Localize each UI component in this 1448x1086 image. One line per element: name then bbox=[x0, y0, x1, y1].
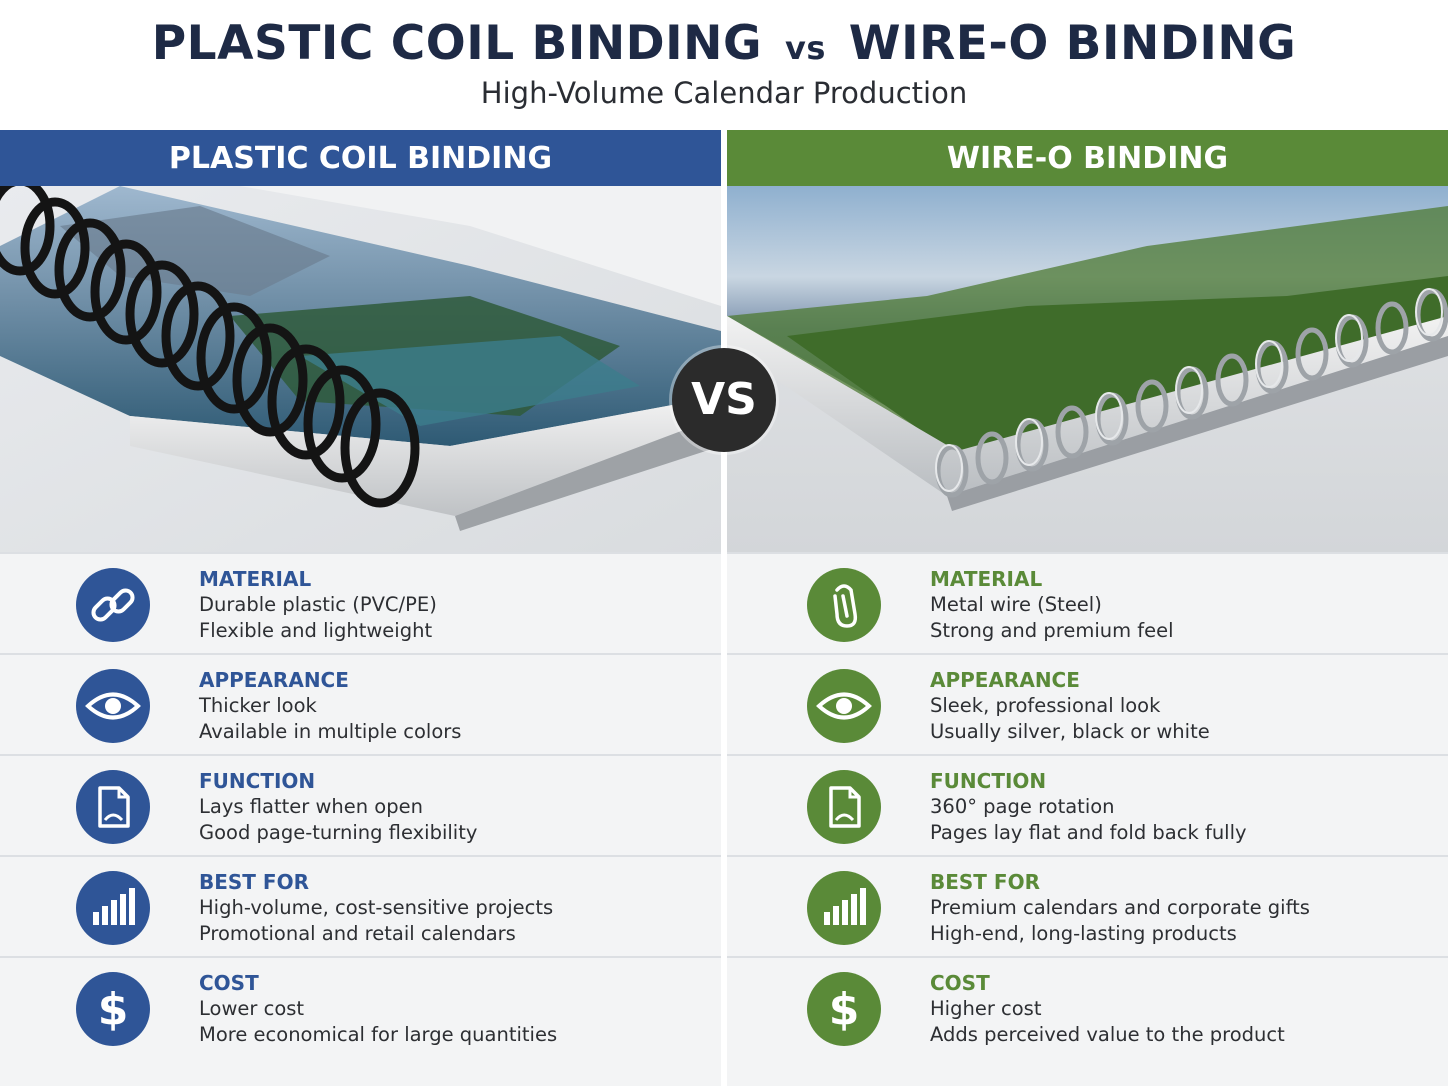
spec-line-2: Pages lay flat and fold back fully bbox=[930, 821, 1247, 844]
spec-line-1: Higher cost bbox=[930, 997, 1042, 1020]
spec-line-2: Good page-turning flexibility bbox=[199, 821, 478, 844]
spec-label: FUNCTION bbox=[199, 769, 316, 793]
title-vs: vs bbox=[784, 29, 826, 67]
plastic-coil-column: PLASTIC COIL BINDING bbox=[0, 130, 721, 1086]
spec-line-1: Premium calendars and corporate gifts bbox=[930, 896, 1310, 919]
spec-line-1: Sleek, professional look bbox=[930, 694, 1161, 717]
wire-o-calendar-photo bbox=[727, 186, 1448, 552]
spec-line-1: High-volume, cost-sensitive projects bbox=[199, 896, 554, 919]
eye-icon bbox=[807, 669, 881, 743]
spec-line-1: 360° page rotation bbox=[930, 795, 1115, 818]
svg-text:$: $ bbox=[98, 984, 129, 1035]
spec-label: COST bbox=[930, 971, 990, 995]
spec-line-2: More economical for large quantities bbox=[199, 1023, 558, 1046]
bar-chart-icon bbox=[807, 871, 881, 945]
spec-row-material: MATERIAL Durable plastic (PVC/PE) Flexib… bbox=[0, 552, 721, 653]
spec-row-cost: $ COST Lower cost More economical for la… bbox=[0, 956, 721, 1057]
spec-row-material: MATERIAL Metal wire (Steel) Strong and p… bbox=[727, 552, 1448, 653]
plastic-coil-heading: PLASTIC COIL BINDING bbox=[0, 130, 721, 186]
spec-line-1: Metal wire (Steel) bbox=[930, 593, 1102, 616]
document-icon bbox=[807, 770, 881, 844]
vs-badge: VS bbox=[672, 348, 776, 452]
spec-label: APPEARANCE bbox=[199, 668, 349, 692]
spec-line-2: Flexible and lightweight bbox=[199, 619, 433, 642]
spec-row-cost: $ COST Higher cost Adds perceived value … bbox=[727, 956, 1448, 1057]
svg-text:$: $ bbox=[829, 984, 860, 1035]
spec-line-2: Strong and premium feel bbox=[930, 619, 1174, 642]
wire-o-column: WIRE-O BINDING bbox=[727, 130, 1448, 1086]
spec-row-appearance: APPEARANCE Thicker look Available in mul… bbox=[0, 653, 721, 754]
spec-row-best-for: BEST FOR Premium calendars and corporate… bbox=[727, 855, 1448, 956]
spec-line-2: Available in multiple colors bbox=[199, 720, 462, 743]
wire-o-spec-list: MATERIAL Metal wire (Steel) Strong and p… bbox=[727, 552, 1448, 1057]
spec-line-2: Adds perceived value to the product bbox=[930, 1023, 1285, 1046]
spec-line-1: Durable plastic (PVC/PE) bbox=[199, 593, 437, 616]
spec-label: COST bbox=[199, 971, 259, 995]
title-left: PLASTIC COIL BINDING bbox=[151, 16, 763, 71]
spec-label: BEST FOR bbox=[199, 870, 309, 894]
spec-label: FUNCTION bbox=[930, 769, 1047, 793]
spec-row-function: FUNCTION Lays flatter when open Good pag… bbox=[0, 754, 721, 855]
spec-label: BEST FOR bbox=[930, 870, 1040, 894]
page-subtitle: High-Volume Calendar Production bbox=[480, 76, 968, 110]
plastic-coil-calendar-photo bbox=[0, 186, 721, 552]
spec-line-2: Usually silver, black or white bbox=[930, 720, 1210, 743]
bar-chart-icon bbox=[76, 871, 150, 945]
spec-label: APPEARANCE bbox=[930, 668, 1080, 692]
spec-row-appearance: APPEARANCE Sleek, professional look Usua… bbox=[727, 653, 1448, 754]
page-title: PLASTIC COIL BINDING vs WIRE-O BINDING bbox=[0, 16, 1448, 71]
spec-line-2: High-end, long-lasting products bbox=[930, 922, 1237, 945]
spec-label: MATERIAL bbox=[199, 567, 312, 591]
eye-icon bbox=[76, 669, 150, 743]
chain-link-icon bbox=[76, 568, 150, 642]
title-right: WIRE-O BINDING bbox=[848, 16, 1297, 71]
spec-row-best-for: BEST FOR High-volume, cost-sensitive pro… bbox=[0, 855, 721, 956]
page-header: PLASTIC COIL BINDING vs WIRE-O BINDING H… bbox=[0, 0, 1448, 130]
spec-row-function: FUNCTION 360° page rotation Pages lay fl… bbox=[727, 754, 1448, 855]
spec-label: MATERIAL bbox=[930, 567, 1043, 591]
spec-line-1: Lays flatter when open bbox=[199, 795, 423, 818]
document-icon bbox=[76, 770, 150, 844]
spec-line-1: Lower cost bbox=[199, 997, 305, 1020]
wire-o-heading: WIRE-O BINDING bbox=[727, 130, 1448, 186]
plastic-coil-spec-list: MATERIAL Durable plastic (PVC/PE) Flexib… bbox=[0, 552, 721, 1057]
dollar-icon: $ bbox=[76, 972, 150, 1046]
dollar-icon: $ bbox=[807, 972, 881, 1046]
spec-line-2: Promotional and retail calendars bbox=[199, 922, 516, 945]
paperclip-icon bbox=[807, 568, 881, 642]
column-divider bbox=[721, 130, 727, 1086]
spec-line-1: Thicker look bbox=[199, 694, 317, 717]
